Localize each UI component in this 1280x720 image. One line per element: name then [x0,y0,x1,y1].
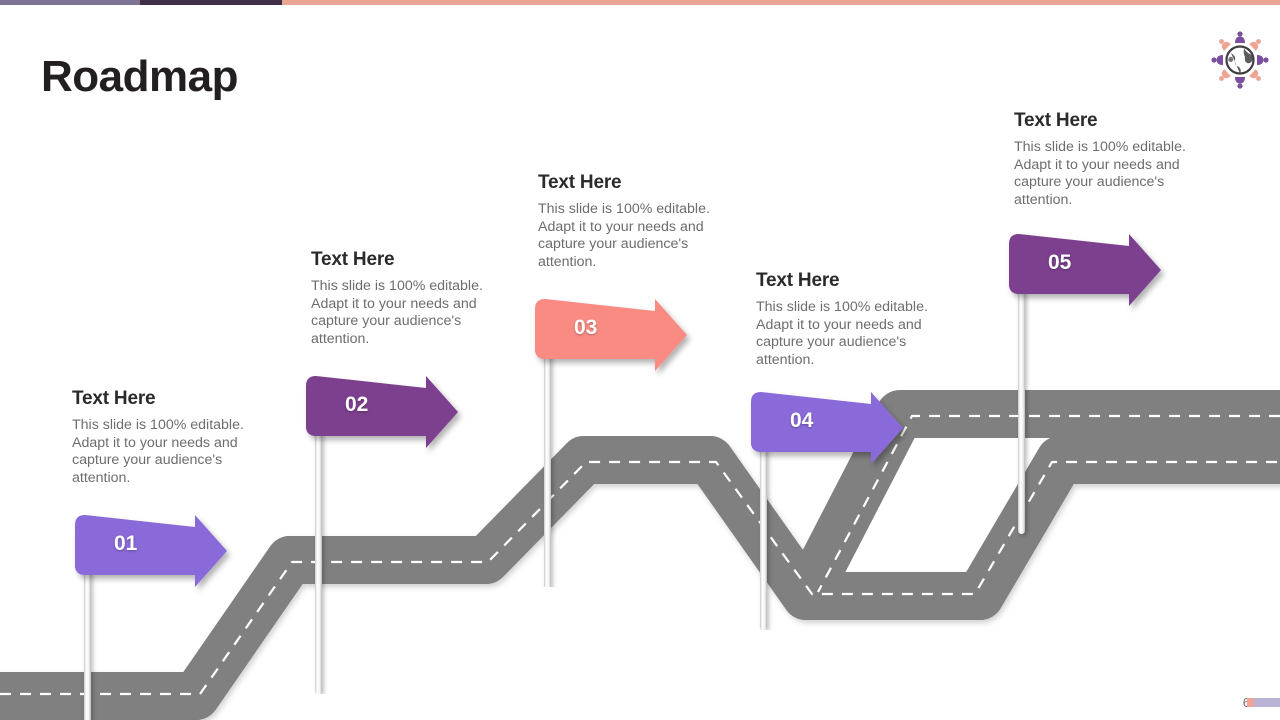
milestone-04-banner[interactable] [751,392,903,464]
milestone-02-pole [315,426,322,694]
globe-people-logo-svg [1211,31,1269,89]
milestone-05-heading: Text Here [1014,110,1098,131]
milestone-04-body: This slide is 100% editable. Adapt it to… [756,298,928,369]
milestone-05-flag[interactable]: 05 [1001,222,1231,542]
road-lane-dashes [0,460,1280,696]
milestone-01-banner[interactable] [75,515,227,587]
milestone-04-pole [760,442,767,630]
milestone-02-flag[interactable]: 02 [298,364,528,694]
milestone-03-pole [544,349,551,587]
milestone-04-text: Text Here This slide is 100% editable. A… [756,270,946,370]
footer-swatch-purple [1254,698,1280,707]
milestone-02-text: Text Here This slide is 100% editable. A… [311,249,501,349]
milestone-04-heading: Text Here [756,270,840,291]
milestone-03-body: This slide is 100% editable. Adapt it to… [538,200,710,271]
milestone-01-body: This slide is 100% editable. Adapt it to… [72,416,244,487]
milestone-01-pole [84,565,91,720]
milestone-03-heading: Text Here [538,172,622,193]
milestone-02-flag-svg[interactable] [298,364,528,694]
milestone-03-text: Text Here This slide is 100% editable. A… [538,172,728,272]
milestone-05-flag-svg[interactable] [1001,222,1231,542]
milestone-05-text: Text Here This slide is 100% editable. A… [1014,110,1204,210]
milestone-05-pole [1018,284,1025,534]
milestone-05-banner[interactable] [1009,234,1161,306]
top-accent-bar [0,0,1280,5]
milestone-03-banner[interactable] [535,299,687,371]
milestone-04-flag[interactable]: 04 [743,380,973,630]
milestone-01-flag[interactable]: 01 [67,503,297,720]
milestone-02-banner[interactable] [306,376,458,448]
milestone-01-flag-svg[interactable] [67,503,297,720]
road-lane-dashes-loop [817,414,1280,593]
milestone-02-heading: Text Here [311,249,395,270]
page-title: Roadmap [41,52,238,102]
page-number: 6 [1243,695,1250,710]
milestone-01-text: Text Here This slide is 100% editable. A… [72,388,262,488]
milestone-01-heading: Text Here [72,388,156,409]
milestone-04-flag-svg[interactable] [743,380,973,630]
footer-swatch [1247,698,1280,707]
footer-swatch-salmon [1247,698,1254,707]
milestone-05-body: This slide is 100% editable. Adapt it to… [1014,138,1186,209]
accent-segment-light-purple [0,0,140,5]
globe-people-logo [1206,26,1274,94]
milestone-03-flag[interactable]: 03 [527,287,757,587]
accent-segment-dark-purple [140,0,282,5]
accent-segment-salmon [282,0,1280,5]
milestone-02-body: This slide is 100% editable. Adapt it to… [311,277,483,348]
milestone-03-flag-svg[interactable] [527,287,757,587]
